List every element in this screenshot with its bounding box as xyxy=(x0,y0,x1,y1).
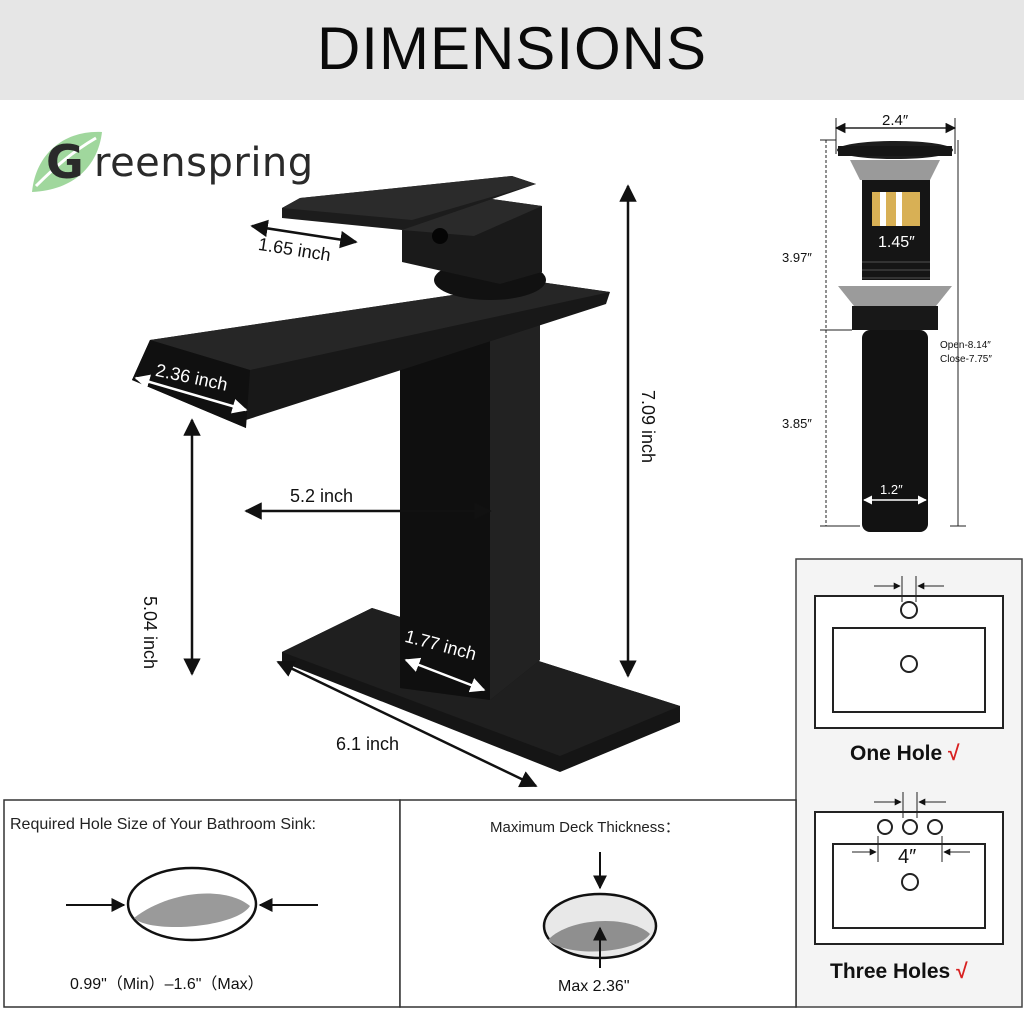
one-hole-option: One Hole √ xyxy=(850,742,960,766)
total-height-label: 7.09 inch xyxy=(638,390,658,464)
header-bar: DIMENSIONS xyxy=(0,0,1024,100)
spout-height-label: 5.04 inch xyxy=(140,596,160,670)
one-hole-check-icon: √ xyxy=(948,742,960,765)
drain-illustration xyxy=(820,118,966,532)
deck-thickness-panel xyxy=(399,799,797,1008)
one-hole-label: One Hole xyxy=(850,742,943,765)
drain-lower-height-label: 3.85″ xyxy=(782,416,812,431)
drain-upper-height-label: 3.97″ xyxy=(782,250,812,265)
brand-mark: G xyxy=(46,135,84,189)
page-title: DIMENSIONS xyxy=(316,15,708,82)
brand-logo: G reenspring xyxy=(26,122,356,202)
drain-cap-width-label: 2.4″ xyxy=(882,112,909,129)
drain-tail-width-label: 1.2″ xyxy=(880,482,903,497)
deck-thickness-max: Max 2.36" xyxy=(558,978,630,995)
hole-size-panel xyxy=(3,799,401,1008)
three-holes-check-icon: √ xyxy=(956,960,968,983)
plate-length-label: 6.1 inch xyxy=(336,734,400,754)
hole-size-range: 0.99"（Min）–1.6"（Max） xyxy=(70,976,264,993)
reach-label: 5.2 inch xyxy=(290,486,354,506)
leaf-logo-icon: G xyxy=(32,131,102,192)
hole-size-title: Required Hole Size of Your Bathroom Sink… xyxy=(10,816,316,833)
faucet-illustration xyxy=(132,176,680,772)
deck-thickness-title: Maximum Deck Thickness： xyxy=(490,819,680,836)
drain-body-width-label: 1.45″ xyxy=(878,234,915,251)
three-holes-spacing-label: 4″ xyxy=(898,846,917,868)
drain-open-length-label: Open-8.14″ xyxy=(940,340,991,351)
three-holes-option: Three Holes √ xyxy=(830,960,968,984)
drain-close-length-label: Close-7.75″ xyxy=(940,354,992,365)
brand-name: reenspring xyxy=(94,140,314,186)
sink-options-panel xyxy=(795,558,1023,1008)
three-holes-label: Three Holes xyxy=(830,960,951,983)
faucet-dimension-arrows xyxy=(134,184,637,788)
